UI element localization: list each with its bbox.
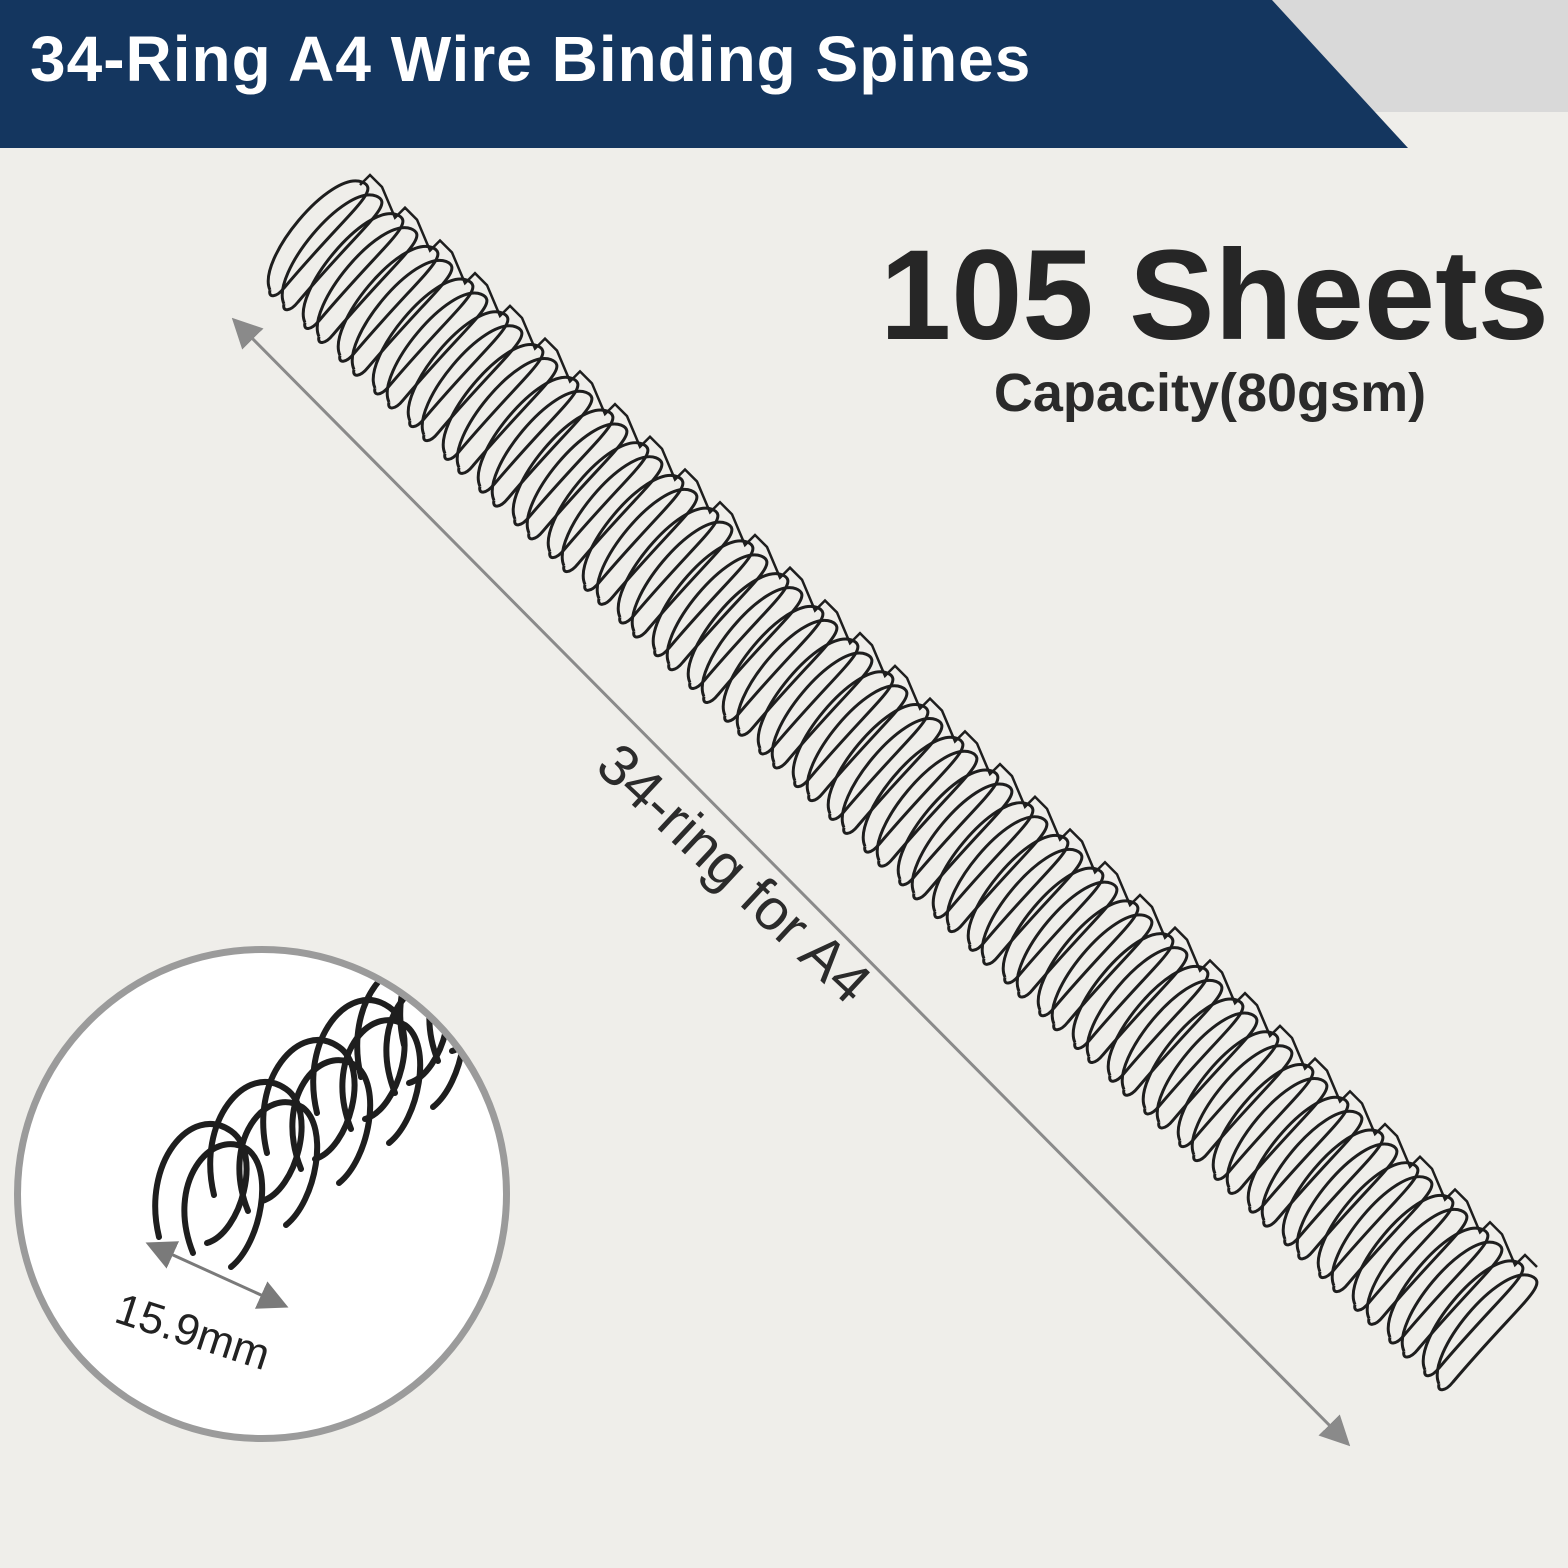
page-title: 34-Ring A4 Wire Binding Spines xyxy=(30,23,1032,95)
wire-ring xyxy=(1260,1109,1364,1228)
wire-ring xyxy=(1155,1011,1259,1130)
wire-ring xyxy=(1365,1207,1469,1326)
wire-ring xyxy=(280,193,384,312)
header-banner: 34-Ring A4 Wire Binding Spines xyxy=(0,0,1568,150)
wire-ring xyxy=(420,324,524,443)
wire-ring xyxy=(966,833,1070,952)
wire-ring xyxy=(371,277,475,396)
banner-shape xyxy=(0,0,1568,148)
wire-ring xyxy=(686,572,790,690)
diameter-measure-arrow xyxy=(145,1241,289,1309)
wire-ring xyxy=(1050,913,1154,1032)
wire-ring xyxy=(1141,997,1245,1116)
wire-ring xyxy=(651,539,755,658)
wire-ring xyxy=(1106,964,1210,1083)
wire-ring xyxy=(406,310,510,429)
wire-ring xyxy=(455,357,559,475)
wire-ring xyxy=(546,441,650,560)
wire-ring xyxy=(721,604,825,723)
wire-ring xyxy=(1190,1044,1294,1163)
detail-wire-loop xyxy=(260,1037,374,1186)
wire-ring xyxy=(1211,1063,1315,1181)
wire-ring xyxy=(1071,932,1175,1050)
wire-ring xyxy=(931,801,1035,920)
wire-ring xyxy=(875,749,979,868)
wire-ring xyxy=(700,586,804,704)
wire-ring xyxy=(1120,978,1224,1097)
wire-ring xyxy=(385,291,489,410)
wire-ring xyxy=(840,717,944,835)
wire-ring xyxy=(511,408,615,527)
wire-ring xyxy=(1351,1193,1455,1312)
wire-ring xyxy=(945,815,1049,934)
wire-ring xyxy=(1085,946,1189,1064)
wire-ring xyxy=(581,473,685,592)
wire-ring xyxy=(1015,880,1119,999)
detail-wire-loop xyxy=(310,997,424,1146)
wire-ring xyxy=(1225,1077,1329,1195)
detail-wire-loop xyxy=(397,953,503,1078)
wire-ring xyxy=(791,670,895,789)
wire-ring xyxy=(1246,1095,1350,1214)
wire-ring xyxy=(826,703,930,821)
wire-ring xyxy=(266,179,370,298)
wire-ring xyxy=(630,520,734,639)
wire-ring xyxy=(805,684,909,803)
banner-accent-strip xyxy=(1270,0,1568,112)
wire-ring xyxy=(595,487,699,606)
wire-ring xyxy=(315,226,419,344)
wire-ring xyxy=(616,506,720,625)
detail-wire-loop xyxy=(152,1121,266,1270)
wire-ring xyxy=(770,651,874,770)
wire-ring xyxy=(1295,1142,1399,1261)
wire-ring xyxy=(861,735,965,854)
wire-ring xyxy=(1435,1273,1539,1392)
wire-ring xyxy=(756,637,860,756)
wire-ring xyxy=(490,389,594,508)
wire-ring xyxy=(476,375,580,494)
wire-ring xyxy=(301,212,405,330)
wire-ring xyxy=(980,847,1084,966)
wire-ring xyxy=(350,258,454,377)
wire-ring xyxy=(910,782,1014,901)
wire-ring xyxy=(1386,1226,1490,1345)
detail-wire-illustration xyxy=(145,953,503,1309)
wire-ring xyxy=(1176,1030,1280,1149)
wire-ring xyxy=(1421,1259,1525,1378)
length-measure-arrow xyxy=(231,317,1351,1447)
wire-ring xyxy=(1316,1161,1420,1280)
detail-zoom-circle: 15.9mm xyxy=(14,946,510,1442)
wire-ring xyxy=(336,244,440,363)
wire-ring xyxy=(1036,899,1140,1018)
detail-wire-loop xyxy=(207,1079,321,1228)
wire-ring xyxy=(665,553,769,672)
wire-ring xyxy=(525,422,629,541)
banner-background xyxy=(0,0,1408,148)
spine-connector xyxy=(359,173,1538,1268)
wire-ring xyxy=(1400,1240,1504,1359)
wire-ring xyxy=(560,455,664,574)
detail-wire-loops xyxy=(152,953,503,1270)
wire-ring xyxy=(735,618,839,737)
wire-ring xyxy=(1001,866,1105,985)
wire-spine xyxy=(266,173,1539,1392)
wire-ring xyxy=(1330,1175,1434,1294)
wire-ring xyxy=(896,768,1000,887)
wire-ring xyxy=(441,343,545,461)
wire-ring xyxy=(1281,1128,1385,1247)
